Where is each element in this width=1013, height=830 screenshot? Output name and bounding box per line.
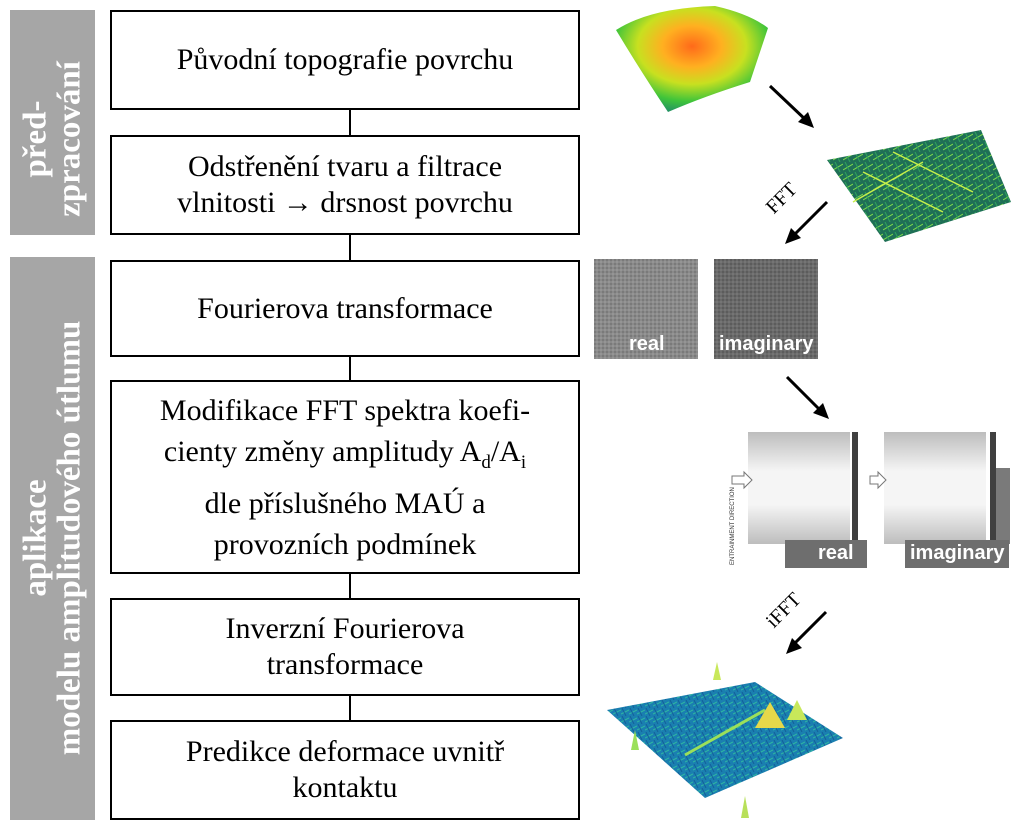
step-fourier-transform: Fourierova transformace — [110, 260, 580, 357]
roughness-surface-image — [827, 130, 1011, 242]
preprocessing-band-label: před- zpracování — [17, 61, 88, 217]
fft-real-spectrum — [594, 259, 698, 359]
modified-imaginary-label-bg — [905, 540, 1009, 568]
arrow-icon — [785, 375, 829, 419]
modified-imaginary-label: imaginary — [910, 542, 1005, 564]
connector-line — [349, 574, 351, 598]
modified-imaginary-spectrum — [869, 432, 1010, 544]
connector-line — [349, 235, 351, 260]
predicted-deformation-image — [607, 662, 843, 818]
step-fft-modification: Modifikace FFT spektra koefi- cienty změ… — [110, 380, 580, 574]
fft-real-label: real — [629, 333, 665, 355]
original-topography-image — [616, 6, 768, 112]
connector-line — [349, 357, 351, 380]
fft-imaginary-spectrum — [714, 259, 818, 359]
connector-line — [349, 110, 351, 135]
modified-real-label-bg — [785, 540, 867, 568]
connector-line — [349, 696, 351, 720]
modified-real-label: real — [818, 542, 854, 564]
application-band-label: aplikace modelu amplitudového útlumu — [17, 320, 88, 756]
preprocessing-band: před- zpracování — [10, 10, 95, 235]
modified-real-spectrum — [731, 432, 858, 544]
entrainment-direction-label: ENTRAINMENT DIRECTION — [730, 487, 736, 565]
application-band: aplikace modelu amplitudového útlumu — [10, 257, 95, 820]
fft-arrow-icon — [785, 200, 829, 244]
step-original-topography: Původní topografie povrchu — [110, 10, 580, 110]
fft-imaginary-label: imaginary — [719, 333, 814, 355]
arrow-icon — [768, 84, 814, 128]
ifft-arrow-icon — [786, 610, 828, 654]
